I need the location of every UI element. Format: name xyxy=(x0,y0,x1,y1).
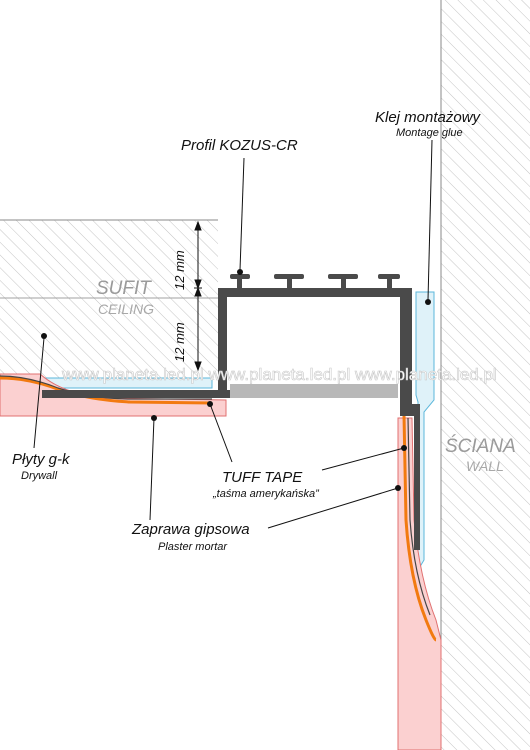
watermark-text: www.planeta.led.pl www.planeta.led.pl ww… xyxy=(61,365,497,384)
wall-label-pl: ŚCIANA xyxy=(445,435,516,457)
wall-glue xyxy=(415,291,435,572)
diffuser xyxy=(230,384,398,398)
ceiling-label-en: CEILING xyxy=(98,301,154,317)
leader-lines xyxy=(33,139,433,529)
mortar-label-pl: Zaprawa gipsowa xyxy=(131,521,250,538)
dimension-upper-label: 12 mm xyxy=(172,250,187,290)
tape-label-pl: TUFF TAPE xyxy=(222,469,303,486)
glue-label-en: Montage glue xyxy=(396,127,463,139)
wall xyxy=(440,0,530,750)
dimension-lines xyxy=(194,220,202,372)
dimension-lower-label: 12 mm xyxy=(172,322,187,362)
wall-tuff-tape xyxy=(402,414,437,642)
kozus-cr-profile xyxy=(42,274,420,550)
glue-label-pl: Klej montażowy xyxy=(375,109,482,126)
ceiling-plaster-line xyxy=(0,375,212,400)
leader-dots xyxy=(41,269,431,491)
ceiling xyxy=(0,219,218,380)
mortar-label-en: Plaster mortar xyxy=(158,541,228,553)
profile-label: Profil KOZUS-CR xyxy=(181,137,298,154)
tape-label-en: „taśma amerykańska” xyxy=(212,488,320,500)
wall-label-en: WALL xyxy=(466,458,504,474)
ceiling-label-pl: SUFIT xyxy=(96,278,152,299)
drywall-label-pl: Płyty g-k xyxy=(12,451,71,468)
drywall-label-en: Drywall xyxy=(21,470,58,482)
wall-plaster-line xyxy=(407,417,431,616)
